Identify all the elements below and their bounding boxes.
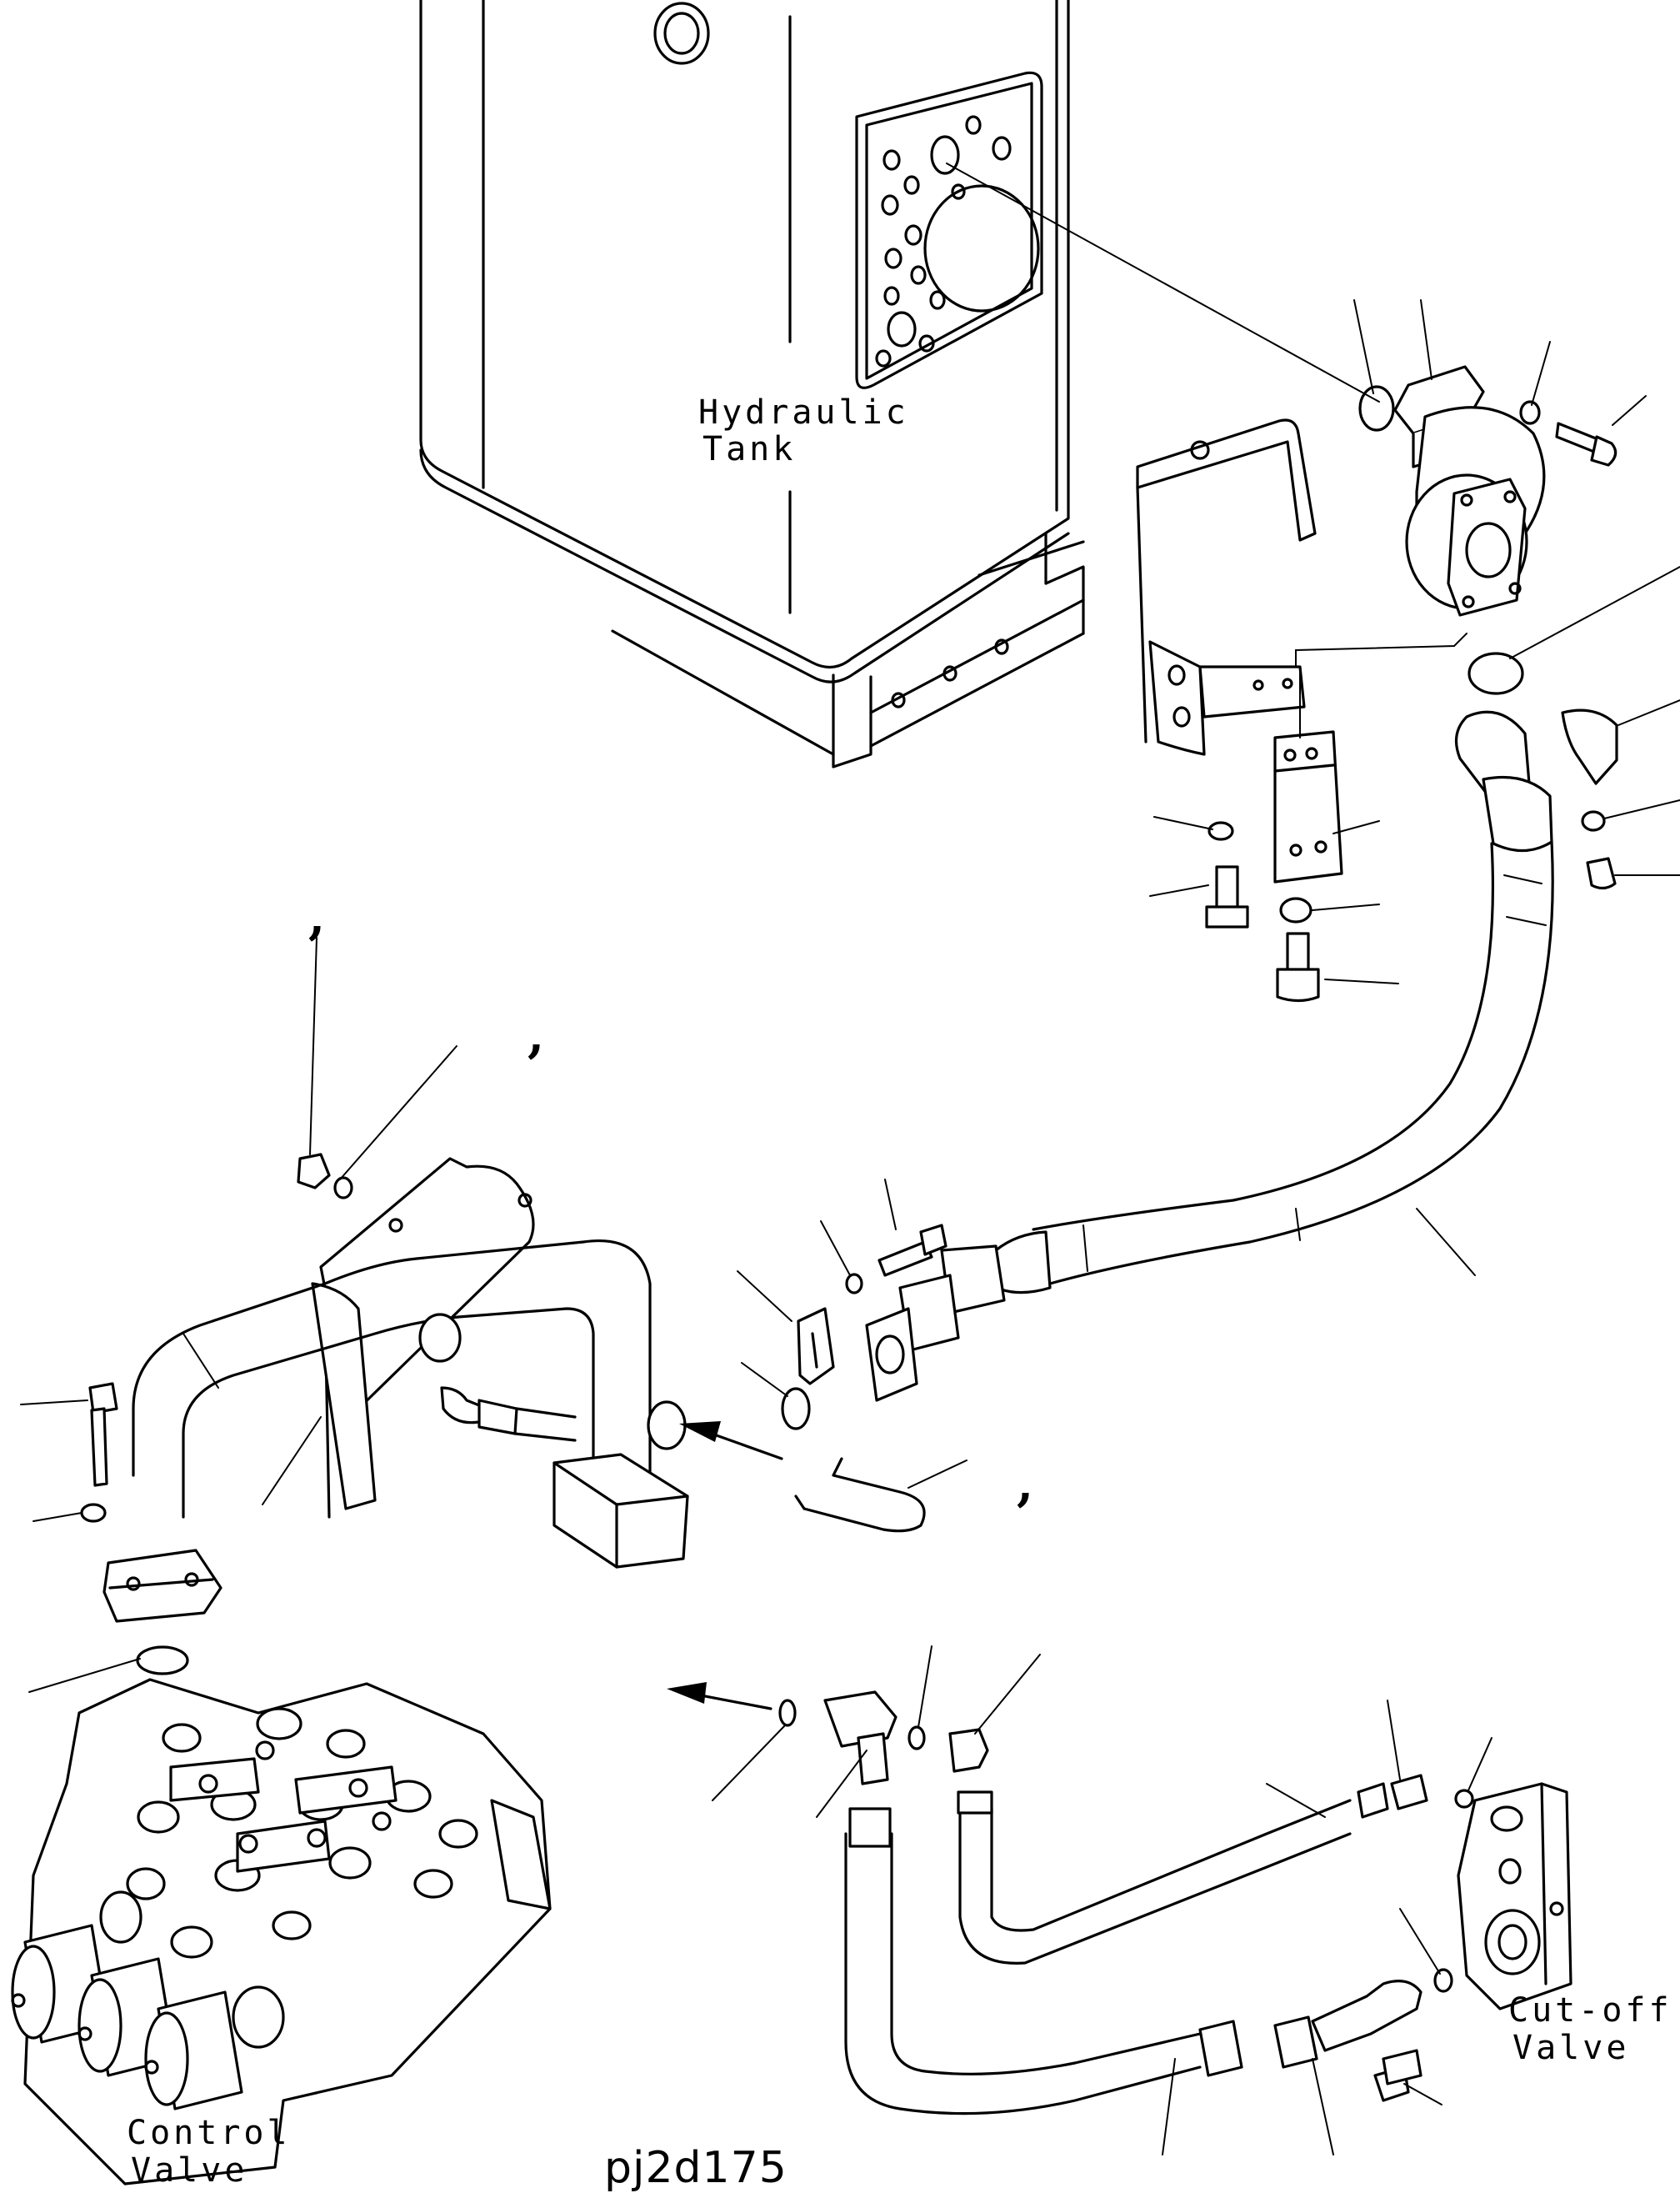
comma-mark-2: , [528, 1007, 544, 1064]
comma-mark-3: , [1017, 1455, 1033, 1512]
label-cut-off-valve: Cut-off Valve [1508, 1991, 1672, 2067]
label-control-valve-line2: Valve [131, 2151, 248, 2190]
control-valve [11, 1678, 552, 2185]
u-tube [794, 1457, 926, 1533]
label-control-valve-line1: Control [127, 2114, 291, 2152]
tank-bracket [1136, 418, 1468, 756]
tank-mounting-plate [855, 71, 1043, 389]
label-control-valve: Control Valve [127, 2114, 291, 2190]
suction-elbow-assembly [1358, 365, 1618, 617]
label-hydraulic-tank-line2: Tank [702, 430, 796, 468]
hydraulic-tank [419, 0, 1380, 769]
hose-clamp-plate [1205, 666, 1343, 1003]
label-cut-off-valve-line2: Valve [1512, 2029, 1629, 2067]
hose-end-fitting-upper [1454, 652, 1618, 890]
suction-hose [865, 840, 1554, 1402]
label-hydraulic-tank: Hydraulic Tank [698, 393, 909, 468]
tank-stand [611, 532, 1085, 769]
cut-off-valve [1457, 1782, 1572, 2010]
comma-mark-1: , [308, 889, 325, 945]
flow-arrows [667, 1421, 783, 1710]
suction-pipe [80, 1153, 689, 1675]
pilot-piping [778, 1690, 1474, 2115]
label-hydraulic-tank-line1: Hydraulic [698, 393, 909, 432]
drawing-code: pj2d175 [604, 2143, 788, 2193]
pipe-clamp-lower [781, 1224, 948, 1430]
leader-lines [20, 299, 1680, 2155]
label-cut-off-valve-line1: Cut-off [1508, 1991, 1672, 2030]
